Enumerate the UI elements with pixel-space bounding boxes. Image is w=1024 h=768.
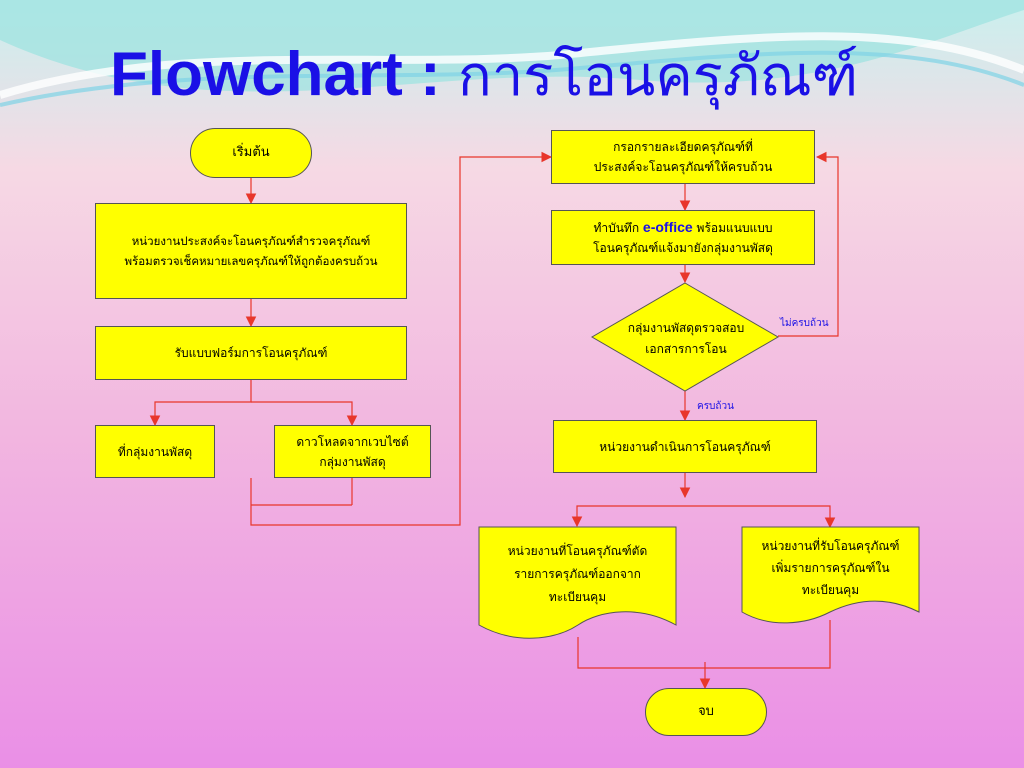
survey-line-1: หน่วยงานประสงค์จะโอนครุภัณฑ์สำรวจครุภัณฑ…: [131, 234, 371, 248]
arrow-sender-to-end: [577, 637, 705, 669]
arrow-receiver-to-end: [705, 620, 831, 669]
process-at-supply: ที่กลุ่มงานพัสดุ: [95, 425, 215, 478]
fill-line-1: กรอกรายละเอียดครุภัณฑ์ที่: [613, 140, 753, 154]
arrow-form-split-right: [251, 401, 358, 427]
title-prefix: Flowchart :: [110, 40, 458, 109]
arrow-form-split: [149, 380, 252, 427]
doc-receiver-shape: [741, 526, 920, 624]
download-line-1: ดาวโหลดจากเวบไซต์: [296, 434, 409, 449]
arrow-split-left: [571, 505, 685, 528]
decision-check-text: กลุ่มงานพัสดุตรวจสอบ เอกสารการโอน: [627, 321, 745, 356]
arrow-incomplete-loop: [778, 151, 839, 337]
memo-line-1: ทำบันทึก e-office พร้อมแนบแบบ: [593, 219, 773, 235]
memo-line-2: โอนครุภัณฑ์แจ้งมายังกลุ่มงานพัสดุ: [593, 241, 773, 255]
download-line-2: กลุ่มงานพัสดุ: [319, 454, 386, 469]
eoffice-text: e-office: [642, 219, 693, 235]
doc-sender-shape: [478, 526, 677, 639]
doc-receiver-text: หน่วยงานที่รับโอนครุภัณฑ์ เพิ่มรายการครุ…: [761, 538, 900, 597]
process-download-website: ดาวโหลดจากเวบไซต์ กลุ่มงานพัสดุ: [274, 425, 431, 478]
process-fill-details: กรอกรายละเอียดครุภัณฑ์ที่ ประสงค์จะโอนคร…: [551, 130, 815, 184]
label-complete: ครบถ้วน: [697, 401, 734, 412]
end-terminal: จบ: [645, 688, 767, 736]
arrow-merge-to-fill: [250, 151, 553, 526]
title-thai: การโอนครุภัณฑ์: [457, 44, 859, 109]
process-execute-transfer: หน่วยงานดำเนินการโอนครุภัณฑ์: [553, 420, 817, 473]
decision-check-docs: [591, 282, 779, 392]
survey-line-2: พร้อมตรวจเช็คหมายเลขครุภัณฑ์ให้ถูกต้องคร…: [124, 254, 378, 268]
process-receive-form: รับแบบฟอร์มการโอนครุภัณฑ์: [95, 326, 407, 380]
fill-line-2: ประสงค์จะโอนครุภัณฑ์ให้ครบถ้วน: [593, 160, 773, 174]
process-eoffice-memo: ทำบันทึก e-office พร้อมแนบแบบ โอนครุภัณฑ…: [551, 210, 815, 265]
doc-sender-text: หน่วยงานที่โอนครุภัณฑ์ตัด รายการครุภัณฑ์…: [507, 543, 648, 604]
process-unit-survey: หน่วยงานประสงค์จะโอนครุภัณฑ์สำรวจครุภัณฑ…: [95, 203, 407, 299]
label-incomplete: ไม่ครบถ้วน: [780, 318, 829, 329]
arrow-split-right: [685, 505, 836, 529]
page-title: Flowchart : การโอนครุภัณฑ์: [110, 30, 1010, 120]
start-terminal: เริ่มต้น: [190, 128, 312, 178]
